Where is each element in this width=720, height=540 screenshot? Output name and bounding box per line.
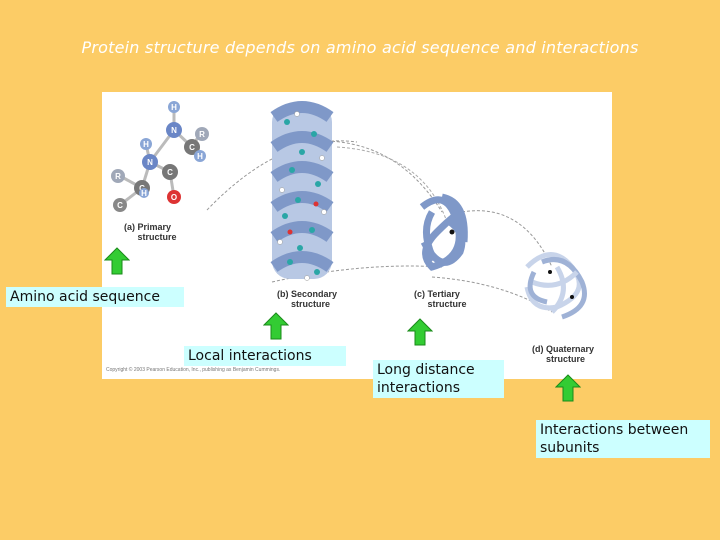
amino-acid-sequence-box: Amino acid sequence — [6, 287, 184, 307]
atom-r: R — [115, 172, 121, 181]
atom-n: N — [171, 126, 177, 135]
arrow-up-icon — [104, 247, 130, 275]
tertiary-structure-label: (c) Tertiary structure — [414, 289, 467, 309]
arrow-up-icon — [407, 318, 433, 346]
atom-c: C — [167, 168, 173, 177]
protein-structure-figure: H N R C H N H C R C H O C — [102, 92, 612, 379]
atom-o: O — [171, 193, 177, 202]
atom-r: R — [199, 130, 205, 139]
quaternary-structure-label: (d) Quaternary structure — [532, 344, 595, 364]
atom-h: H — [171, 103, 177, 112]
arrow-up-icon — [263, 312, 289, 340]
copyright-notice: Copyright © 2003 Pearson Education, Inc.… — [106, 367, 281, 373]
atom-h: H — [141, 189, 147, 198]
primary-structure-label: (a) Primary structure — [124, 222, 177, 242]
tertiary-fold — [419, 193, 468, 271]
atom-n: N — [147, 158, 153, 167]
secondary-structure-label: (b) Secondary structure — [277, 289, 338, 309]
protein-illustration: H N R C H N H C R C H O C — [111, 101, 587, 320]
long-distance-interactions-box: Long distance interactions — [373, 360, 504, 398]
atom-h: H — [143, 140, 149, 149]
atom-c: C — [189, 143, 195, 152]
atom-h: H — [197, 152, 203, 161]
slide-title: Protein structure depends on amino acid … — [81, 38, 639, 57]
quaternary-complex — [524, 252, 587, 320]
alpha-helix — [270, 101, 334, 281]
interactions-between-subunits-box: Interactions between subunits — [536, 420, 710, 458]
arrow-up-icon — [555, 374, 581, 402]
local-interactions-box: Local interactions — [184, 346, 346, 366]
atom-c: C — [117, 201, 123, 210]
